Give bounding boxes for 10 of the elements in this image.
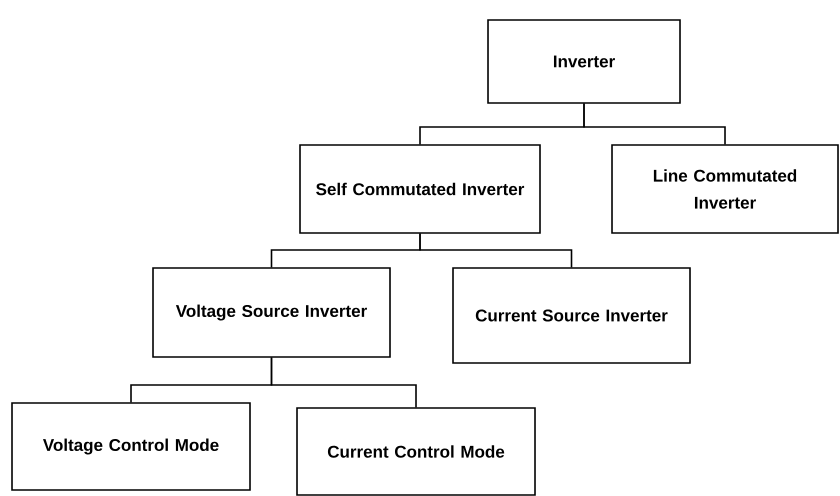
process-box: Current Control Mode xyxy=(296,407,536,496)
process-box: Self Commutated Inverter xyxy=(299,144,541,234)
process-box: Voltage Source Inverter xyxy=(152,267,391,358)
process-box: Line Commutated Inverter xyxy=(611,144,839,234)
process-box: Current Source Inverter xyxy=(452,267,691,364)
connector-line xyxy=(583,104,726,144)
process-box: Inverter xyxy=(487,19,681,104)
process-box: Voltage Control Mode xyxy=(11,402,251,491)
connector-line xyxy=(270,358,417,408)
connector-line xyxy=(419,234,572,268)
